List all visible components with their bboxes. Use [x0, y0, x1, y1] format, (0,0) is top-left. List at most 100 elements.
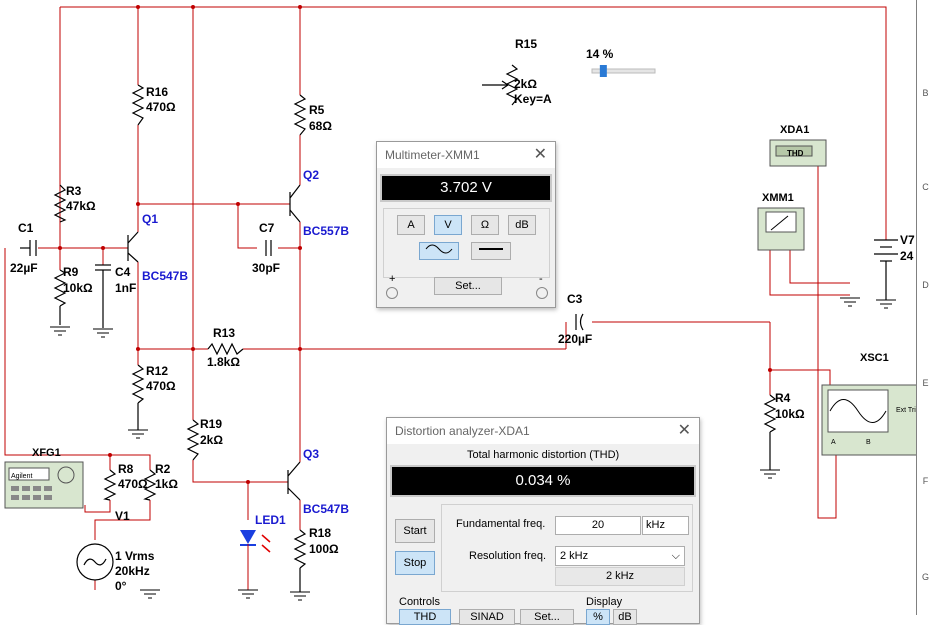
r12-value: 470Ω: [146, 379, 176, 393]
r15-value: 2kΩ: [514, 77, 537, 91]
v1-name: V1: [115, 509, 130, 523]
c1-value: 22µF: [10, 261, 38, 275]
v1-freq: 20kHz: [115, 564, 150, 578]
wires: [4, 6, 887, 590]
fundamental-unit-select[interactable]: kHz: [642, 516, 689, 535]
plus-terminal[interactable]: [386, 287, 398, 299]
multimeter-titlebar[interactable]: Multimeter-XMM1 ✕: [377, 142, 555, 168]
close-icon[interactable]: ✕: [677, 422, 691, 439]
v1-amplitude: 1 Vrms: [115, 549, 155, 563]
plus-terminal-label: +: [389, 273, 396, 285]
junctions: [58, 5, 772, 484]
set-button[interactable]: Set...: [434, 277, 502, 295]
r15-name: R15: [515, 37, 538, 51]
c1-name: C1: [18, 221, 34, 235]
ruler-mark-g: G: [921, 572, 929, 582]
r15-percent: 14 %: [586, 47, 614, 61]
dc-button[interactable]: [471, 242, 511, 260]
q1-model: BC547B: [142, 269, 189, 283]
multimeter-display: 3.702 V: [380, 174, 552, 202]
fundamental-freq-label: Fundamental freq.: [456, 518, 546, 530]
r12-name: R12: [146, 364, 169, 378]
xsc1-name: XSC1: [860, 352, 889, 364]
v1-phase: 0°: [115, 579, 127, 593]
r18-name: R18: [309, 526, 332, 540]
mode-ohm-button[interactable]: Ω: [471, 215, 499, 235]
r8-value: 470Ω: [118, 477, 148, 491]
controls-set-button[interactable]: Set...: [520, 609, 574, 625]
fundamental-freq-input[interactable]: 20: [555, 516, 641, 535]
settings-panel: [441, 504, 693, 592]
c4-name: C4: [115, 265, 131, 279]
q3-model: BC547B: [303, 502, 350, 516]
ruler-mark-e: E: [922, 378, 929, 388]
components: [20, 64, 898, 592]
sheet-border-ruler: B C D E F G: [916, 0, 933, 615]
c3-value: 220µF: [558, 332, 593, 346]
r5-name: R5: [309, 103, 325, 117]
mode-v-button[interactable]: V: [434, 215, 462, 235]
xfg1-name: XFG1: [32, 447, 61, 459]
r16-name: R16: [146, 85, 169, 99]
r8-name: R8: [118, 462, 134, 476]
c4-value: 1nF: [115, 281, 137, 295]
xfg1-instrument[interactable]: [4, 461, 84, 509]
dc-line-icon: [479, 248, 503, 250]
display-db-button[interactable]: dB: [613, 609, 637, 625]
sinad-button[interactable]: SINAD: [459, 609, 515, 625]
r18-value: 100Ω: [309, 542, 339, 556]
r4-value: 10kΩ: [775, 407, 805, 421]
ruler-mark-f: F: [922, 476, 929, 486]
mode-db-button[interactable]: dB: [508, 215, 536, 235]
xda1-label: THD: [787, 149, 804, 158]
q1-name: Q1: [142, 212, 159, 226]
mode-a-button[interactable]: A: [397, 215, 425, 235]
resolution-freq-value: 2 kHz: [560, 550, 589, 562]
r15-key: Key=A: [514, 92, 552, 106]
r2-name: R2: [155, 462, 171, 476]
thd-heading: Total harmonic distortion (THD): [467, 449, 620, 461]
thd-display: 0.034 %: [390, 465, 696, 497]
r13-value: 1.8kΩ: [207, 355, 240, 369]
chevron-down-icon: ⌵: [671, 550, 680, 562]
c3-name: C3: [567, 292, 583, 306]
potentiometer-slider[interactable]: [591, 65, 656, 77]
c7-value: 30pF: [252, 261, 281, 275]
multimeter-title: Multimeter-XMM1: [385, 148, 480, 162]
grounds: [50, 297, 896, 601]
r9-name: R9: [63, 265, 79, 279]
minus-terminal[interactable]: [536, 287, 548, 299]
xsc1-instrument[interactable]: [821, 384, 923, 456]
xsc1-ext-trig: Ext Trig: [896, 407, 920, 414]
resolution-freq-select[interactable]: 2 kHz ⌵: [555, 546, 685, 566]
start-button[interactable]: Start: [395, 519, 435, 543]
xda1-name: XDA1: [780, 124, 810, 136]
r19-value: 2kΩ: [200, 433, 223, 447]
distortion-analyzer-window[interactable]: Distortion analyzer-XDA1 ✕ Total harmoni…: [386, 417, 700, 625]
stop-button[interactable]: Stop: [395, 551, 435, 575]
controls-label: Controls: [399, 596, 440, 608]
ruler-mark-c: C: [922, 182, 929, 192]
multimeter-window[interactable]: Multimeter-XMM1 ✕ 3.702 V A V Ω dB + - S…: [376, 141, 556, 308]
sine-wave-icon: [425, 244, 453, 254]
q3-name: Q3: [303, 447, 320, 461]
r3-name: R3: [66, 184, 82, 198]
thd-button[interactable]: THD: [399, 609, 451, 625]
v7-name: V7: [900, 233, 915, 247]
q2-model: BC557B: [303, 224, 350, 238]
ac-button[interactable]: [419, 242, 459, 260]
r2-value: 1kΩ: [155, 477, 178, 491]
resolution-freq-label: Resolution freq.: [469, 550, 547, 562]
led1-name: LED1: [255, 513, 286, 527]
ruler-mark-b: B: [922, 88, 929, 98]
r3-value: 47kΩ: [66, 199, 96, 213]
r19-name: R19: [200, 417, 223, 431]
q2-name: Q2: [303, 168, 320, 182]
r4-name: R4: [775, 391, 791, 405]
display-percent-button[interactable]: %: [586, 609, 610, 625]
xda1-instrument[interactable]: [769, 139, 827, 167]
close-icon[interactable]: ✕: [533, 146, 547, 163]
xmm1-instrument[interactable]: [757, 207, 805, 251]
distortion-titlebar[interactable]: Distortion analyzer-XDA1 ✕: [387, 418, 699, 444]
